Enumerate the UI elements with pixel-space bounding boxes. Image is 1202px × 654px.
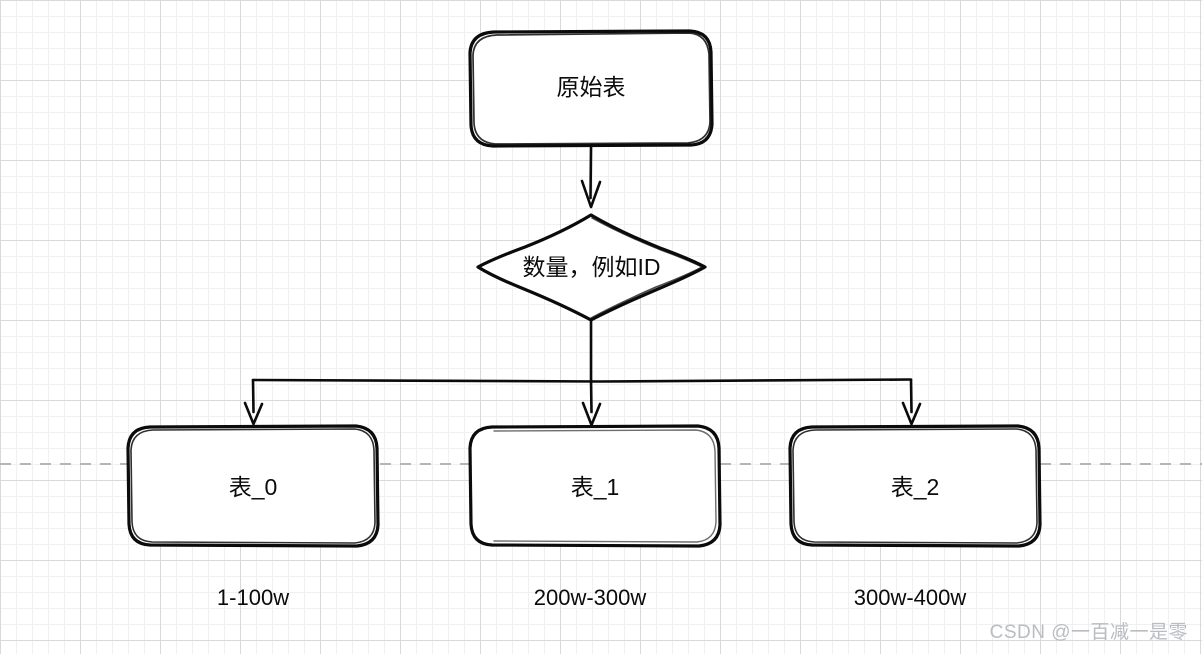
- node-table-1-shape[interactable]: [468, 424, 722, 548]
- connector-branch-bus: [251, 319, 913, 383]
- node-table-0-shape[interactable]: [126, 424, 380, 548]
- node-original-table-shape[interactable]: [468, 29, 714, 148]
- connector-branch-to-table-1: [581, 379, 602, 427]
- connector-branch-to-table-2: [901, 378, 922, 426]
- csdn-watermark: CSDN @一百减一是零: [989, 622, 1188, 643]
- node-table-2-shape[interactable]: [788, 424, 1042, 548]
- node-sharding-key-shape[interactable]: [476, 213, 707, 322]
- connector-branch-to-table-0: [243, 378, 264, 426]
- connector-source-to-decision: [580, 145, 602, 209]
